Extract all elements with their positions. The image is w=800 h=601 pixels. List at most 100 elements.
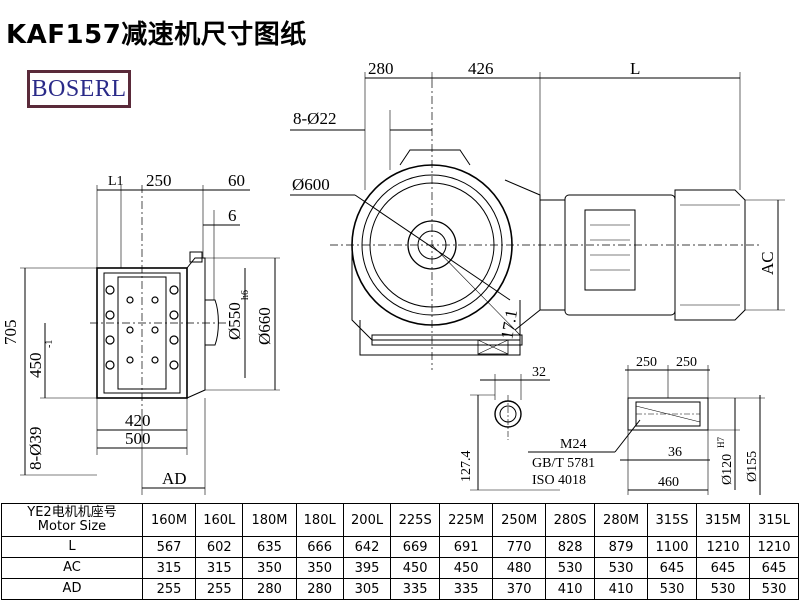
dim-AC: AC (758, 251, 777, 275)
table-header-cell: 315M (695, 503, 751, 537)
dim-AD: AD (162, 469, 187, 488)
table-cell: 567 (141, 536, 197, 558)
table-cell: 255 (195, 578, 244, 600)
hollow-shaft-detail (528, 365, 765, 495)
dim-6: 6 (228, 206, 237, 225)
standard-iso: ISO 4018 (532, 473, 586, 488)
table-cell: 450 (439, 557, 494, 579)
brand-logo: BOSERL (27, 70, 131, 108)
brand-text: BOSERL (31, 75, 127, 102)
table-cell: 828 (545, 536, 596, 558)
table-cell: 370 (492, 578, 547, 600)
front-view (290, 72, 785, 370)
table-cell: 642 (342, 536, 392, 558)
side-view (20, 185, 280, 495)
table-cell: 645 (647, 557, 697, 579)
table-header-row: YE2电机机座号 Motor Size 160M 160L 180M 180L … (1, 503, 799, 537)
dim-500: 500 (125, 429, 151, 448)
table-cell: 350 (242, 557, 297, 579)
dim-120-tolerance: H7 (716, 437, 726, 448)
dim-L: L (630, 59, 640, 78)
dim-dia660: Ø660 (255, 307, 274, 345)
dim-shaft-250b: 250 (676, 355, 697, 370)
dim-36: 36 (668, 445, 682, 460)
table-cell: 602 (195, 536, 244, 558)
standard-gb: GB/T 5781 (532, 456, 595, 471)
dim-32: 32 (532, 365, 546, 380)
table-header-cell: 160M (141, 503, 197, 537)
table-header-cell: 250M (492, 503, 547, 537)
table-row-AD: AD 255 255 280 280 305 335 335 370 410 4… (1, 578, 799, 600)
table-cell: 635 (242, 536, 297, 558)
table-cell: 450 (390, 557, 441, 579)
dim-dia600: Ø600 (292, 175, 330, 194)
table-cell: 645 (695, 557, 751, 579)
dim-127-4: 127.4 (459, 451, 474, 483)
table-cell: 280 (242, 578, 297, 600)
dim-420: 420 (125, 411, 151, 430)
table-cell: 530 (695, 578, 751, 600)
table-cell: 350 (295, 557, 344, 579)
dim-60: 60 (228, 171, 245, 190)
dim-dia120: Ø120 (720, 454, 735, 485)
table-header-label: YE2电机机座号 Motor Size (1, 503, 143, 537)
table-row-L: L 567 602 635 666 642 669 691 770 828 87… (1, 536, 799, 558)
drawing-title: KAF157减速机尺寸图纸 (6, 20, 307, 50)
table-cell: 666 (295, 536, 344, 558)
row-label: AC (1, 557, 143, 579)
table-cell: 315 (141, 557, 197, 579)
dim-dia550: Ø550 (225, 302, 244, 340)
table-cell: 395 (342, 557, 392, 579)
table-cell: 410 (545, 578, 596, 600)
table-cell: 335 (390, 578, 441, 600)
table-header-cell: 180M (242, 503, 297, 537)
table-header-cell: 280M (594, 503, 649, 537)
table-cell: 255 (141, 578, 197, 600)
table-header-cell: 315L (749, 503, 799, 537)
table-cell: 1100 (647, 536, 697, 558)
table-cell: 1210 (749, 536, 799, 558)
row-label: AD (1, 578, 143, 600)
table-cell: 315 (195, 557, 244, 579)
dim-250: 250 (146, 171, 172, 190)
table-cell: 770 (492, 536, 547, 558)
dim-550-tolerance: h6 (240, 290, 251, 300)
table-row-AC: AC 315 315 350 350 395 450 450 480 530 5… (1, 557, 799, 579)
dim-base-holes: 8-Ø39 (26, 427, 45, 470)
table-header-cell: 160L (195, 503, 244, 537)
table-header-cell: 225S (390, 503, 441, 537)
dim-dia155: Ø155 (745, 451, 760, 482)
shaft-section (470, 374, 560, 491)
dim-shaft-250a: 250 (636, 355, 657, 370)
dim-460: 460 (658, 475, 679, 490)
table-cell: 879 (594, 536, 649, 558)
table-cell: 280 (295, 578, 344, 600)
table-header-cell: 225M (439, 503, 494, 537)
dim-280: 280 (368, 59, 394, 78)
table-header-cell: 280S (545, 503, 596, 537)
dim-450: 450 (26, 353, 45, 379)
motor-size-table: YE2电机机座号 Motor Size 160M 160L 180M 180L … (1, 503, 799, 600)
dim-17-1: 17.1 (497, 308, 521, 341)
table-cell: 645 (749, 557, 799, 579)
table-cell: 669 (390, 536, 441, 558)
table-cell: 530 (647, 578, 697, 600)
table-header-cell: 180L (295, 503, 344, 537)
dim-450-tolerance: -1 (44, 340, 55, 348)
table-cell: 410 (594, 578, 649, 600)
dim-705: 705 (1, 320, 20, 346)
row-label: L (1, 536, 143, 558)
table-header-cell: 315S (647, 503, 697, 537)
table-cell: 530 (545, 557, 596, 579)
table-header-cell: 200L (342, 503, 392, 537)
table-cell: 530 (594, 557, 649, 579)
table-cell: 335 (439, 578, 494, 600)
thread-spec: M24 (560, 437, 586, 452)
dim-L1: L1 (108, 174, 124, 189)
table-cell: 1210 (695, 536, 751, 558)
dim-bolt-holes: 8-Ø22 (293, 109, 336, 128)
dim-426: 426 (468, 59, 494, 78)
table-cell: 691 (439, 536, 494, 558)
technical-drawing: 280 426 L 8-Ø22 Ø600 L1 250 60 6 705 450… (1, 59, 785, 495)
table-cell: 305 (342, 578, 392, 600)
